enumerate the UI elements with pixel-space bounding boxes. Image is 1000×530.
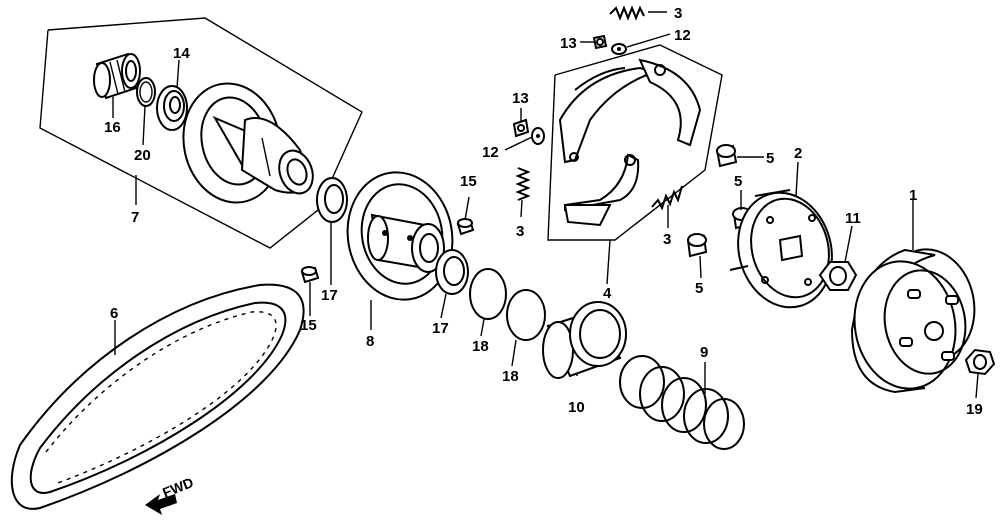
label-part-11: 11 <box>845 210 861 227</box>
guide-pin-15-lower <box>300 266 320 284</box>
driven-face-7 <box>182 82 314 204</box>
label-part-17-left: 17 <box>321 287 338 304</box>
circlip-20 <box>136 77 156 107</box>
ball-bearing-14 <box>156 85 188 131</box>
washer-12-top <box>611 43 627 55</box>
shoe-spring-3-right <box>651 185 683 211</box>
label-part-3-top: 3 <box>674 5 682 22</box>
label-part-1: 1 <box>909 187 917 204</box>
clip-13-left <box>512 118 530 138</box>
guide-pin-15-upper <box>456 218 475 236</box>
label-part-5-lower: 5 <box>695 280 703 297</box>
o-ring-18-upper <box>469 268 507 320</box>
label-part-19: 19 <box>966 401 983 418</box>
nut-11 <box>818 261 858 291</box>
label-part-13-left: 13 <box>512 90 529 107</box>
label-part-18-lower: 18 <box>502 368 519 385</box>
fwd-text: FWD <box>160 474 196 501</box>
part-4-enclosure <box>547 44 723 241</box>
label-part-2: 2 <box>794 145 802 162</box>
label-part-10: 10 <box>568 399 585 416</box>
label-part-7: 7 <box>131 209 139 226</box>
damper-5-upper <box>715 144 738 168</box>
label-part-12-top: 12 <box>674 27 691 44</box>
drive-belt-6 <box>10 283 305 510</box>
forward-direction-arrow: FWD <box>145 474 196 515</box>
clutch-shoe-4-right <box>638 58 702 147</box>
label-part-9: 9 <box>700 344 708 361</box>
spring-collar-10 <box>542 301 627 379</box>
oil-seal-17-left <box>316 177 348 223</box>
flange-nut-19 <box>964 348 996 376</box>
needle-bearing-16 <box>93 52 141 100</box>
label-part-3-left: 3 <box>516 223 524 240</box>
oil-seal-17-right <box>435 249 469 295</box>
label-part-15-lower: 15 <box>300 317 317 334</box>
shoe-spring-3-left <box>515 167 531 201</box>
clutch-shoe-4-upper <box>558 66 659 164</box>
label-part-3-right: 3 <box>663 231 671 248</box>
o-ring-18-lower <box>506 289 546 341</box>
clutch-shoe-4-lower <box>563 153 640 227</box>
driven-spring-9 <box>619 355 745 450</box>
label-part-15-upper: 15 <box>460 173 477 190</box>
washer-12-left <box>531 127 545 145</box>
clip-13-top <box>592 34 608 50</box>
label-part-4: 4 <box>603 285 612 302</box>
label-part-8: 8 <box>366 333 374 350</box>
label-part-6: 6 <box>110 305 118 322</box>
label-part-18-upper: 18 <box>472 338 489 355</box>
label-part-20: 20 <box>134 147 151 164</box>
leader-lines <box>112 11 979 399</box>
movable-driven-face-8 <box>346 171 454 301</box>
label-part-5-upper: 5 <box>766 150 774 167</box>
label-part-14: 14 <box>173 45 190 62</box>
clutch-outer-1 <box>850 248 976 394</box>
label-part-13-top: 13 <box>560 35 577 52</box>
label-part-5-middle: 5 <box>734 173 742 190</box>
part-labels: 1 2 3 3 3 4 5 5 5 6 7 8 9 10 11 12 12 13… <box>104 5 983 418</box>
drive-plate-2 <box>729 189 833 309</box>
label-part-16: 16 <box>104 119 121 136</box>
damper-5-lower <box>686 233 708 258</box>
shoe-spring-3-top <box>609 5 645 21</box>
label-part-12-left: 12 <box>482 144 499 161</box>
label-part-17-right: 17 <box>432 320 449 337</box>
